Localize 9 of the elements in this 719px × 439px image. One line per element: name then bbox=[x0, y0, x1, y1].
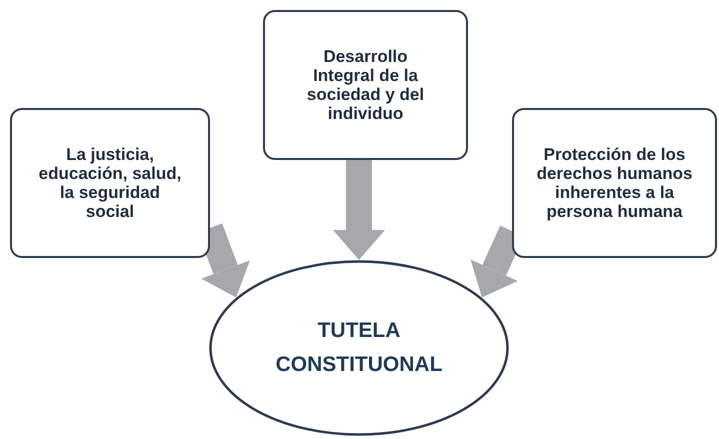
rounded-box bbox=[512, 108, 717, 258]
node-label: Desarrollo Integral de la sociedad y del individuo bbox=[306, 46, 426, 124]
node-label: La justicia, educación, salud, la seguridad social bbox=[38, 144, 182, 222]
rounded-box bbox=[263, 10, 468, 160]
block-arrow bbox=[332, 160, 385, 260]
node-label: Protección de los derechos humanos inherentes a la persona humana bbox=[536, 144, 694, 222]
rounded-box bbox=[10, 108, 210, 258]
ellipse-node bbox=[209, 260, 509, 436]
node-label: TUTELA CONSTITUONAL bbox=[274, 318, 444, 378]
